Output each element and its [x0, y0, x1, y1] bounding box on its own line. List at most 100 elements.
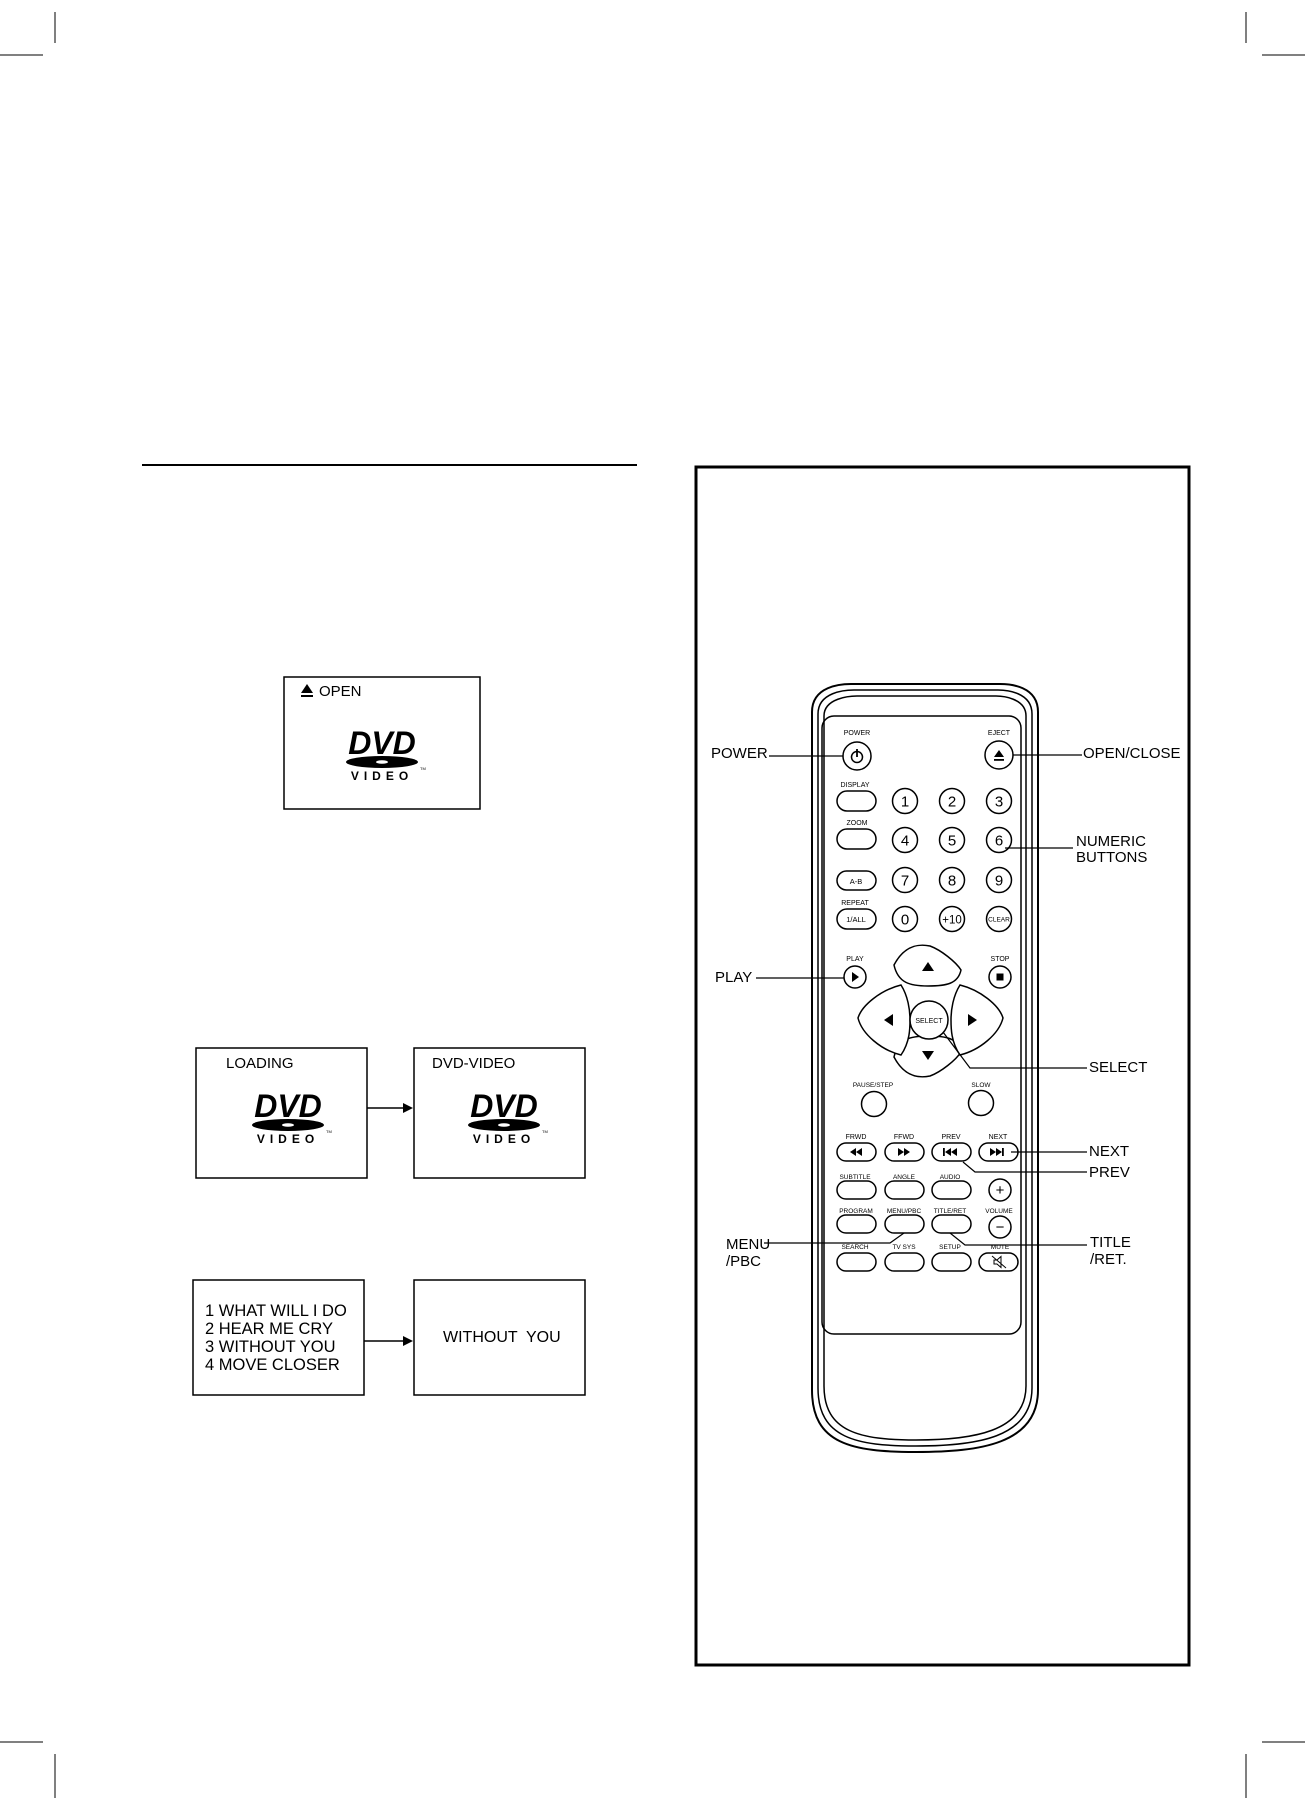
num-3-button[interactable]: 3	[995, 794, 1003, 811]
mute-label: MUTE	[991, 1244, 1010, 1251]
now-playing-screen	[413, 1279, 586, 1396]
num-0-button[interactable]: 0	[901, 912, 909, 929]
setup-button[interactable]	[931, 1252, 972, 1272]
svg-text:STOP: STOP	[991, 956, 1010, 963]
remote-frame	[694, 465, 1191, 1667]
menu-pbc-label: MENU/PBC	[887, 1208, 922, 1215]
dvd-video-label: DVD-VIDEO	[432, 1055, 516, 1072]
eject-button[interactable]: EJECT	[984, 730, 1014, 770]
volume-down-button[interactable]: −	[988, 1215, 1012, 1239]
select-button[interactable]: SELECT	[909, 1000, 949, 1040]
repeat-label: REPEAT	[841, 900, 869, 907]
angle-button[interactable]	[884, 1180, 925, 1200]
pause-step-button[interactable]	[860, 1090, 888, 1118]
num-9-button[interactable]: 9	[995, 873, 1003, 890]
track-item: 4 MOVE CLOSER	[205, 1356, 340, 1374]
callout-next: NEXT	[1089, 1143, 1130, 1160]
num-8-button[interactable]: 8	[948, 873, 956, 890]
frwd-label: FRWD	[846, 1134, 867, 1141]
program-button[interactable]	[836, 1214, 877, 1234]
svg-text:A-B: A-B	[850, 877, 863, 886]
callout-lines	[756, 754, 1087, 1246]
svg-text:1/ALL: 1/ALL	[846, 915, 866, 924]
track-list: 1 WHAT WILL I DO 2 HEAR ME CRY 3 WITHOUT…	[205, 1302, 347, 1374]
subtitle-button[interactable]	[836, 1180, 877, 1200]
title-ret-label: TITLE/RET	[934, 1208, 967, 1215]
ab-button[interactable]: A-B	[836, 870, 877, 891]
dvd-logo: DVD VIDEO TM	[252, 1088, 332, 1146]
svg-text:VIDEO: VIDEO	[257, 1132, 319, 1146]
num-1-button[interactable]: 1	[901, 794, 909, 811]
numeric-keypad: 1 2 3 4 5 6 7 8 9 0 +10 CLEAR	[891, 787, 1013, 933]
frwd-button[interactable]	[836, 1142, 877, 1162]
loading-screen: DVD VIDEO TM	[195, 1047, 368, 1179]
setup-label: SETUP	[939, 1244, 961, 1251]
track-item: 3 WITHOUT YOU	[205, 1338, 336, 1356]
dpad: SELECT	[857, 944, 1004, 1078]
svg-text:−: −	[996, 1219, 1005, 1236]
callout-title: TITLE	[1090, 1234, 1131, 1251]
audio-button[interactable]	[931, 1180, 972, 1200]
prev-label: PREV	[941, 1134, 960, 1141]
callout-buttons: BUTTONS	[1076, 849, 1148, 866]
loading-label: LOADING	[226, 1055, 294, 1072]
num-6-button[interactable]: 6	[995, 833, 1003, 850]
dvd-video-screen: DVD VIDEO TM	[413, 1047, 586, 1179]
track-list-screen	[192, 1279, 365, 1396]
volume-up-button[interactable]: +	[988, 1178, 1012, 1202]
num-7-button[interactable]: 7	[901, 873, 909, 890]
svg-text:DVD: DVD	[348, 725, 416, 761]
num-5-button[interactable]: 5	[948, 833, 956, 850]
remote-control: POWER EJECT DISPLAY ZOOM REPEAT A-B 1/AL…	[756, 683, 1087, 1454]
svg-text:PLAY: PLAY	[846, 956, 864, 963]
num-4-button[interactable]: 4	[901, 833, 909, 850]
num-2-button[interactable]: 2	[948, 794, 956, 811]
prev-button[interactable]	[931, 1142, 972, 1162]
callout-pbc: /PBC	[726, 1253, 762, 1270]
svg-text:SELECT: SELECT	[915, 1018, 943, 1025]
callout-open-close: OPEN/CLOSE	[1083, 745, 1181, 762]
play-button[interactable]: PLAY	[843, 956, 867, 989]
title-ret-button[interactable]	[931, 1214, 972, 1234]
repeat-button[interactable]: 1/ALL	[836, 908, 877, 930]
zoom-button[interactable]	[836, 828, 877, 850]
search-button[interactable]	[836, 1252, 877, 1272]
slow-label: SLOW	[971, 1082, 991, 1089]
svg-text:TM: TM	[420, 766, 426, 771]
eject-icon	[301, 684, 313, 697]
display-label: DISPLAY	[840, 782, 869, 789]
tv-sys-label: TV SYS	[892, 1244, 916, 1251]
callout-numeric: NUMERIC	[1076, 833, 1146, 850]
callout-play: PLAY	[715, 969, 753, 986]
track-item: 1 WHAT WILL I DO	[205, 1302, 347, 1320]
pause-step-label: PAUSE/STEP	[853, 1082, 893, 1089]
stop-button[interactable]: STOP	[988, 956, 1012, 989]
open-screen: DVD VIDEO TM	[283, 676, 481, 810]
display-button[interactable]	[836, 790, 877, 812]
menu-pbc-button[interactable]	[884, 1214, 925, 1234]
svg-text:TM: TM	[542, 1129, 548, 1134]
zoom-label: ZOOM	[847, 820, 868, 827]
volume-label: VOLUME	[985, 1208, 1013, 1215]
slow-button[interactable]	[967, 1089, 995, 1117]
open-label: OPEN	[319, 683, 362, 700]
subtitle-label: SUBTITLE	[839, 1174, 871, 1181]
tv-sys-button[interactable]	[884, 1252, 925, 1272]
svg-text:DVD: DVD	[470, 1088, 538, 1124]
clear-button[interactable]: CLEAR	[988, 917, 1010, 924]
plus10-button[interactable]: +10	[942, 915, 962, 927]
power-button[interactable]: POWER	[842, 730, 872, 771]
mute-button[interactable]	[978, 1252, 1019, 1272]
arrow-icon	[367, 1103, 413, 1113]
svg-text:TM: TM	[326, 1129, 332, 1134]
now-playing-title: WITHOUT YOU	[443, 1329, 561, 1346]
ffwd-button[interactable]	[884, 1142, 925, 1162]
callout-prev: PREV	[1089, 1164, 1130, 1181]
next-label: NEXT	[989, 1134, 1008, 1141]
track-item: 2 HEAR ME CRY	[205, 1320, 334, 1338]
dvd-logo: DVD VIDEO TM	[346, 725, 426, 783]
angle-label: ANGLE	[893, 1174, 916, 1181]
audio-label: AUDIO	[940, 1174, 961, 1181]
